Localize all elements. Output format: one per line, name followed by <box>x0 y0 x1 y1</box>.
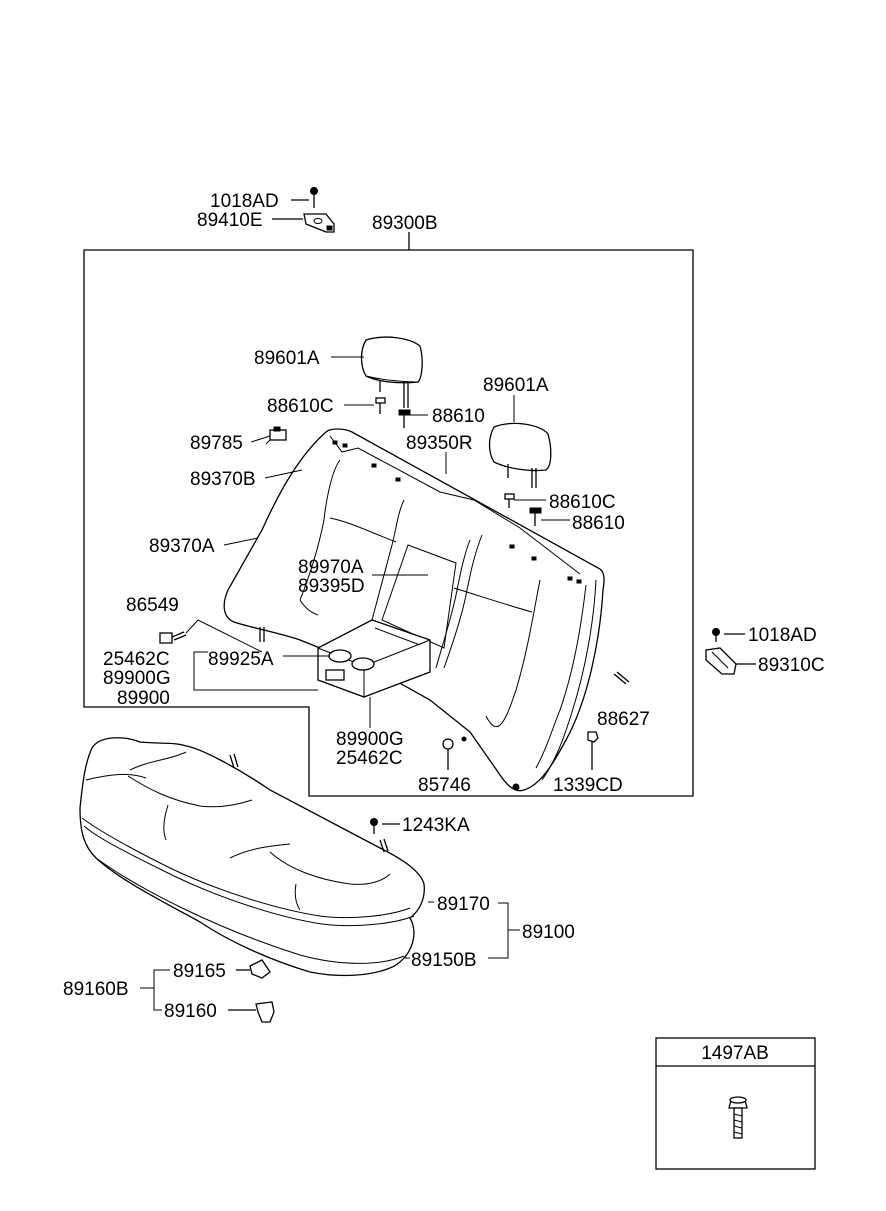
guide-88610-left <box>398 409 411 428</box>
label-89165: 89165 <box>173 961 226 982</box>
label-89160b: 89160B <box>63 979 129 1000</box>
label-89370a: 89370A <box>149 536 215 557</box>
legend-box-1497ab: 1497AB <box>655 1037 816 1170</box>
bracket-89310c <box>705 647 756 675</box>
label-89100: 89100 <box>522 922 575 943</box>
label-89785: 89785 <box>190 433 243 454</box>
label-89410e: 89410E <box>197 210 263 231</box>
label-88610c-left: 88610C <box>267 396 334 417</box>
label-88610-left: 88610 <box>432 406 485 427</box>
label-89900g-left: 89900G <box>103 668 171 689</box>
bracket-89100 <box>404 901 520 959</box>
label-88610-right: 88610 <box>572 513 625 534</box>
armrest-89900 <box>317 619 431 698</box>
label-25462c-bottom: 25462C <box>336 748 403 769</box>
label-1339cd: 1339CD <box>553 775 623 796</box>
label-89395d: 89395D <box>298 576 365 597</box>
guide-88610c-left <box>375 397 386 414</box>
bolt-86549 <box>159 631 187 644</box>
part-labels: 1018AD 89410E 89300B 89601A 88610C 88610… <box>63 191 825 1022</box>
label-89970a: 89970A <box>298 557 364 578</box>
legend-box-title: 1497AB <box>701 1043 769 1064</box>
label-88627: 88627 <box>597 709 650 730</box>
clip-89160 <box>228 1001 275 1023</box>
nut-1339cd <box>587 731 599 770</box>
clip-89785 <box>265 426 287 445</box>
bolt-1018ad-top <box>291 187 318 208</box>
label-25462c-left: 25462C <box>103 649 170 670</box>
assembly-frame <box>83 249 694 797</box>
label-89300b: 89300B <box>372 213 438 234</box>
pin-88627 <box>613 671 630 685</box>
label-86549: 86549 <box>126 595 179 616</box>
leader-lines <box>185 356 570 728</box>
label-85746: 85746 <box>418 775 471 796</box>
label-89900: 89900 <box>117 688 170 709</box>
label-88610c-right: 88610C <box>549 492 616 513</box>
seat-back-89350r <box>223 428 605 792</box>
headrest-89601a-right <box>488 422 552 488</box>
bracket-89410e <box>272 213 335 233</box>
label-89925a: 89925A <box>208 649 274 670</box>
cap-85746 <box>442 736 467 770</box>
guide-88610-right <box>529 507 542 526</box>
seat-cushion-89100 <box>79 737 425 977</box>
bolt-1497ab-icon <box>728 1096 748 1139</box>
screw-1243ka <box>370 818 400 834</box>
clip-89165 <box>236 959 271 979</box>
label-1018ad-right: 1018AD <box>748 625 817 646</box>
guide-88610c-right <box>504 493 515 508</box>
label-89370b: 89370B <box>190 469 256 490</box>
label-89601a-right: 89601A <box>483 375 549 396</box>
label-89601a-left: 89601A <box>254 348 320 369</box>
label-89150b: 89150B <box>411 950 477 971</box>
bolt-1018ad-right <box>712 628 745 642</box>
label-89900g-bottom: 89900G <box>336 729 404 750</box>
bracket-89160b <box>140 969 170 1011</box>
label-1243ka: 1243KA <box>402 815 470 836</box>
label-89170: 89170 <box>437 894 490 915</box>
headrest-89601a-left <box>360 336 423 408</box>
label-89310c: 89310C <box>758 655 825 676</box>
label-89350r: 89350R <box>406 433 473 454</box>
label-89160: 89160 <box>164 1001 217 1022</box>
label-1018ad-top: 1018AD <box>210 191 279 212</box>
